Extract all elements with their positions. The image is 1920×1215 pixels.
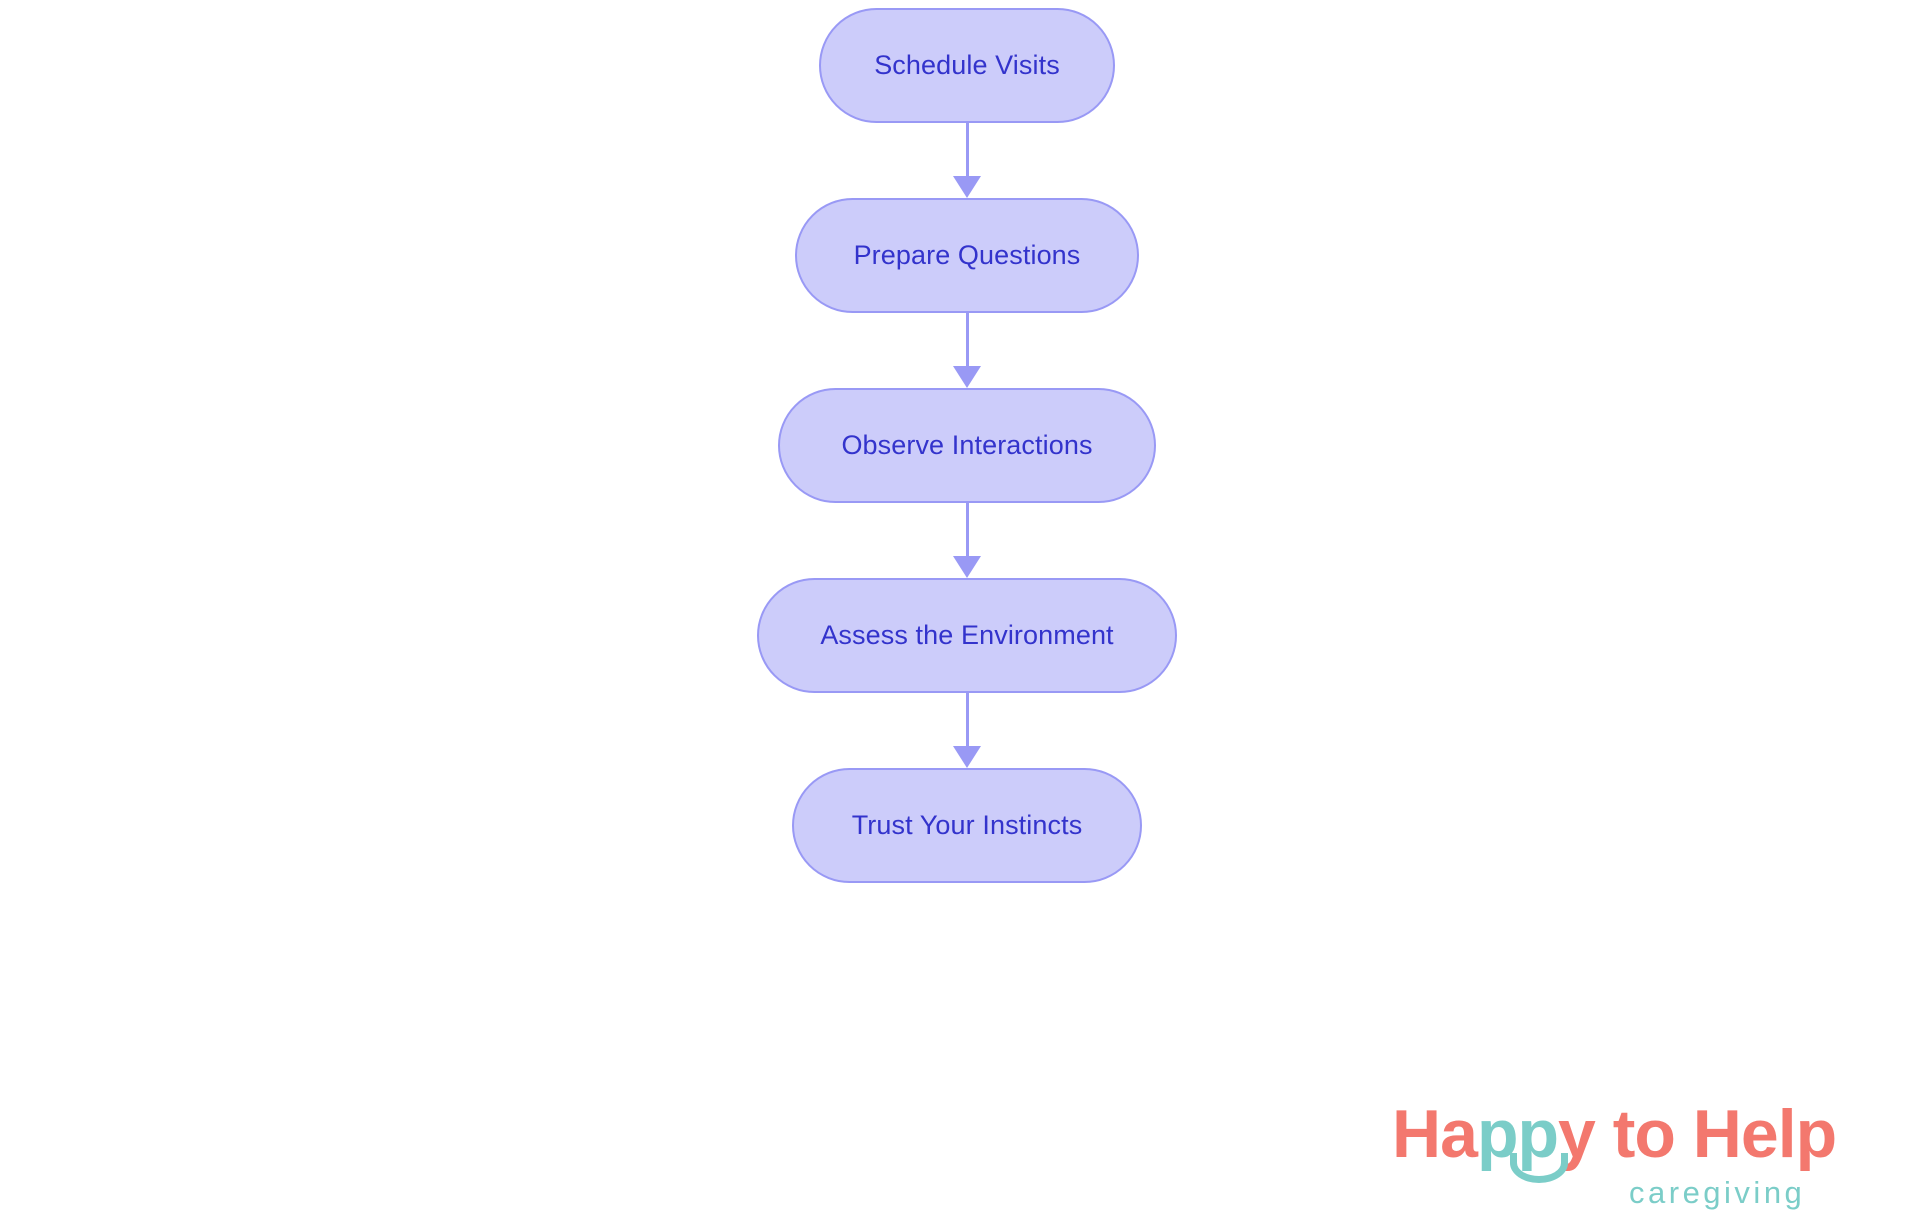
flow-node-assess-the-environment[interactable]: Assess the Environment: [757, 578, 1177, 693]
arrow-head-icon: [953, 746, 981, 768]
flow-edge-4-arrow: [952, 693, 982, 768]
logo-tagline: caregiving: [1629, 1175, 1806, 1210]
flow-node-label: Observe Interactions: [841, 430, 1093, 460]
arrow-head-icon: [953, 176, 981, 198]
flow-node-trust-your-instincts[interactable]: Trust Your Instincts: [792, 768, 1142, 883]
flow-node-observe-interactions[interactable]: Observe Interactions: [778, 388, 1156, 503]
flow-edge-1-arrow: [952, 123, 982, 198]
edge-line: [965, 503, 969, 557]
brand-logo: Happy to Help caregiving: [1392, 1095, 1892, 1210]
flowchart-canvas: Schedule Visits Prepare Questions Observ…: [757, 8, 1177, 883]
flow-node-label: Assess the Environment: [820, 620, 1114, 650]
arrow-head-icon: [953, 556, 981, 578]
flow-node-label: Schedule Visits: [874, 50, 1060, 80]
edge-line: [965, 123, 969, 177]
flow-node-prepare-questions[interactable]: Prepare Questions: [795, 198, 1139, 313]
flow-edge-2-arrow: [952, 313, 982, 388]
flow-node-schedule-visits[interactable]: Schedule Visits: [819, 8, 1115, 123]
edge-line: [965, 693, 969, 747]
logo-word-part-3: y to Help: [1558, 1096, 1837, 1172]
flowchart-node-column: Schedule Visits Prepare Questions Observ…: [757, 8, 1177, 883]
flow-node-label: Trust Your Instincts: [851, 810, 1083, 840]
flow-edge-3-arrow: [952, 503, 982, 578]
logo-wordmark: Happy to Help: [1392, 1095, 1892, 1173]
arrow-head-icon: [953, 366, 981, 388]
logo-word-part-1: Ha: [1392, 1096, 1478, 1172]
smile-arc-icon: [1510, 1153, 1568, 1183]
flow-node-label: Prepare Questions: [853, 240, 1081, 270]
edge-line: [965, 313, 969, 367]
